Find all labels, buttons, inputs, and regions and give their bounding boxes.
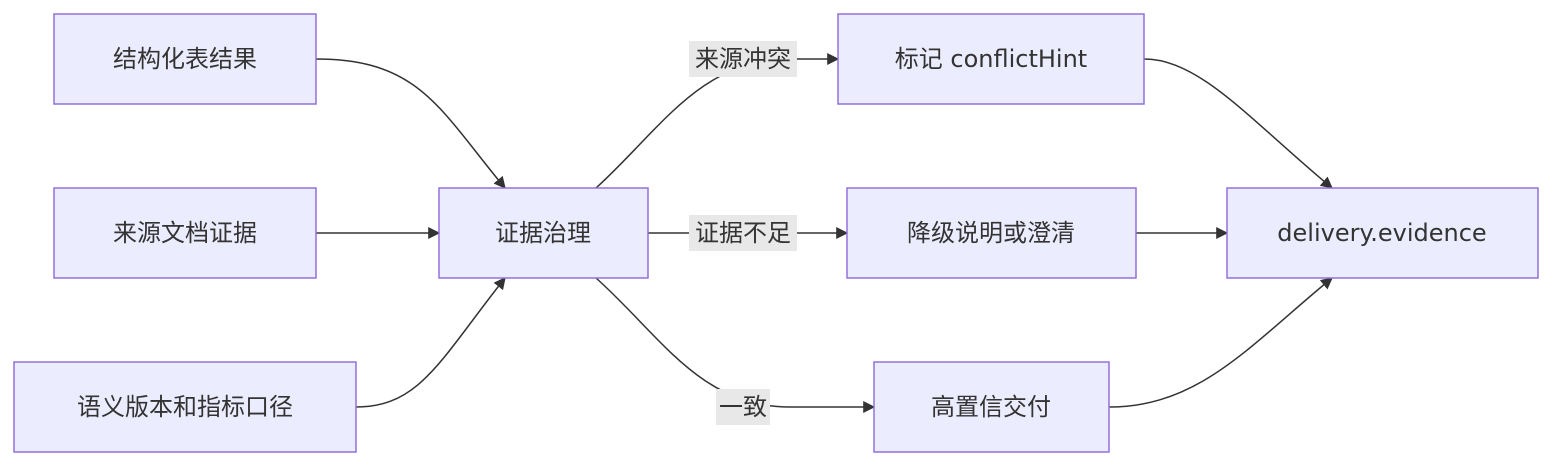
node-conflict-hint: 标记 conflictHint bbox=[837, 13, 1145, 105]
node-semantic-version-label: 语义版本和指标口径 bbox=[77, 393, 293, 421]
edge-governance-to-high-confidence bbox=[595, 277, 876, 413]
edge-semantic-to-governance bbox=[355, 277, 506, 408]
edge-label-consistent-text: 一致 bbox=[719, 393, 767, 421]
edge-high-confidence-to-delivery bbox=[1108, 277, 1333, 408]
node-delivery-evidence: delivery.evidence bbox=[1226, 187, 1539, 279]
node-high-confidence-label: 高置信交付 bbox=[931, 393, 1051, 421]
node-semantic-version: 语义版本和指标口径 bbox=[13, 361, 357, 453]
node-source-evidence: 来源文档证据 bbox=[53, 187, 317, 279]
edge-table-to-governance bbox=[315, 58, 506, 189]
node-conflict-hint-label: 标记 conflictHint bbox=[895, 45, 1087, 73]
node-downgrade-label: 降级说明或澄清 bbox=[907, 219, 1075, 247]
edge-governance-to-conflict bbox=[595, 53, 840, 189]
edge-label-conflict-text: 来源冲突 bbox=[695, 45, 791, 73]
node-high-confidence: 高置信交付 bbox=[873, 361, 1110, 453]
edge-label-insufficient: 证据不足 bbox=[689, 215, 797, 251]
edge-label-consistent: 一致 bbox=[716, 389, 770, 425]
node-table-result-label: 结构化表结果 bbox=[113, 45, 257, 73]
node-table-result: 结构化表结果 bbox=[53, 13, 317, 105]
node-delivery-evidence-label: delivery.evidence bbox=[1277, 219, 1486, 247]
edge-label-conflict: 来源冲突 bbox=[689, 41, 797, 77]
node-governance: 证据治理 bbox=[438, 187, 649, 279]
node-governance-label: 证据治理 bbox=[495, 219, 591, 247]
edge-conflict-to-delivery bbox=[1143, 58, 1333, 189]
node-source-evidence-label: 来源文档证据 bbox=[113, 219, 257, 247]
node-downgrade: 降级说明或澄清 bbox=[846, 187, 1137, 279]
edge-label-insufficient-text: 证据不足 bbox=[695, 219, 791, 247]
